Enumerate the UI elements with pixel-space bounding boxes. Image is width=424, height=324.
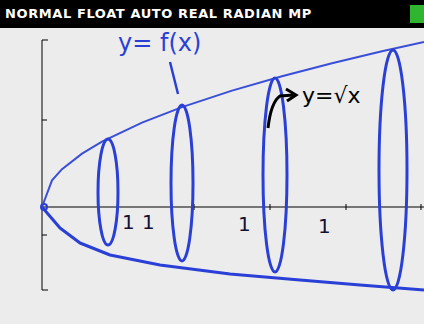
frame-line xyxy=(42,40,43,290)
width-label: 1 xyxy=(142,212,155,232)
disk-ellipse xyxy=(263,78,287,272)
axis-tick xyxy=(270,204,271,210)
frame-tick xyxy=(42,290,48,291)
disk-ellipse xyxy=(379,50,407,290)
axis-tick xyxy=(42,120,47,121)
battery-icon xyxy=(410,5,424,23)
function-label: y=√x xyxy=(300,84,363,108)
frame-tick xyxy=(42,40,48,41)
status-bar xyxy=(0,0,424,28)
leader-line xyxy=(170,62,178,94)
disk-ellipse xyxy=(171,105,193,261)
width-label: 1 xyxy=(318,216,331,236)
status-text: NORMAL FLOAT AUTO REAL RADIAN MP xyxy=(5,7,312,20)
graph-axes xyxy=(42,40,424,290)
disk-ellipse xyxy=(98,139,118,245)
width-label: 1 xyxy=(122,212,135,232)
arrow-head xyxy=(286,89,296,101)
axis-tick xyxy=(346,204,347,210)
width-label: 1 xyxy=(238,214,251,234)
axis-tick xyxy=(42,235,47,236)
origin-dot xyxy=(41,204,47,210)
disk-slices xyxy=(98,50,407,290)
function-label: y= f(x) xyxy=(118,31,201,55)
axis-tick xyxy=(421,204,422,210)
